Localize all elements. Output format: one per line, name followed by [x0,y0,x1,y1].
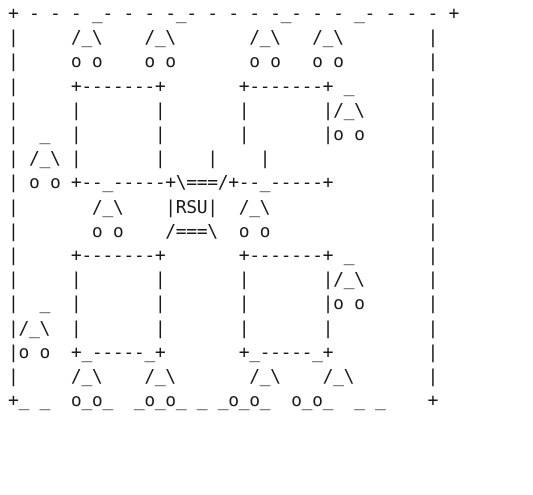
ascii-art-diagram: + - - - _- - - -_- - - - -_- - - _- - - … [8,2,459,413]
rsu-label: RSU [0,0,1,1]
